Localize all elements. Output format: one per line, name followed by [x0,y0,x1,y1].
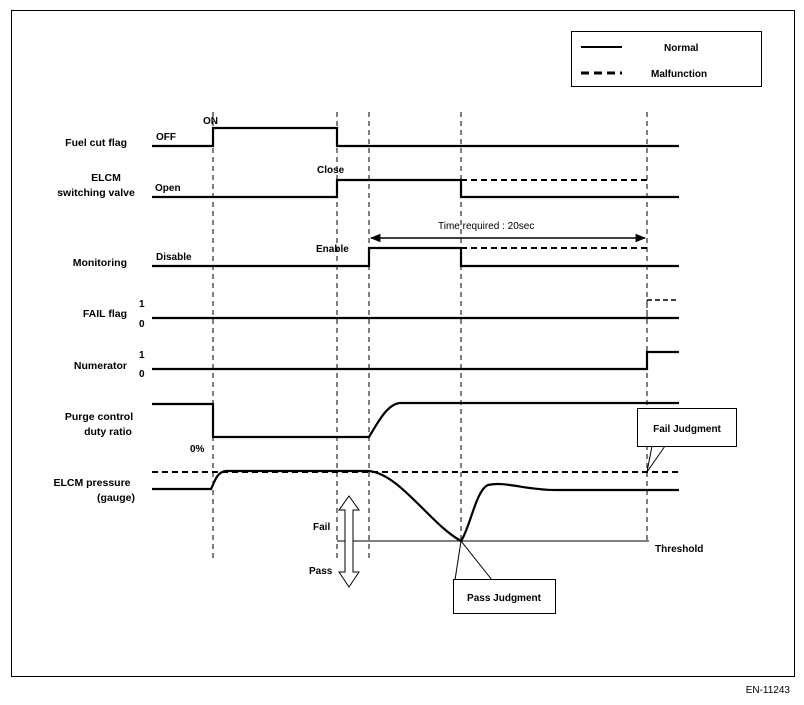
legend: Normal Malfunction [571,31,762,87]
pass-label: Pass [309,566,333,577]
figure-code: EN-11243 [746,685,791,696]
monitoring-enable-label: Enable [316,244,349,255]
fail-flag-one: 1 [139,299,145,310]
pass-judgment-callout: Pass Judgment [453,539,556,614]
waveforms [152,126,679,543]
fuel-cut-flag-label: Fuel cut flag [65,137,127,149]
legend-malfunction-label: Malfunction [651,69,707,80]
numerator-label: Numerator [74,360,127,372]
purge-duty-wave [152,401,679,439]
elcm-valve-label-1: ELCM [91,172,121,184]
fail-pass-double-arrow [338,495,360,588]
fuel-cut-on-label: ON [203,116,218,127]
monitoring-disable-label: Disable [156,252,192,263]
pass-judgment-pointer [454,539,493,581]
fail-flag-label: FAIL flag [83,308,127,320]
fail-judgment-box [637,408,737,447]
purge-zero-pct: 0% [190,444,205,455]
legend-normal-label: Normal [664,43,699,54]
fail-judgment-pointer [646,445,666,473]
numerator-zero: 0 [139,369,145,380]
fail-pass-arrow: Fail Pass [309,495,360,588]
elcm-pressure-label-1: ELCM pressure [53,477,130,489]
time-required-annotation: Time required : 20sec [369,221,647,243]
time-required-label: Time required : 20sec [438,221,534,232]
threshold-label: Threshold [655,544,703,555]
pass-judgment-box [453,579,556,614]
elcm-valve-wave [152,178,679,199]
valve-open-label: Open [155,183,181,194]
purge-label-2: duty ratio [84,426,132,438]
elcm-pressure-label-2: (gauge) [97,492,135,504]
fail-judgment-callout: Fail Judgment [637,408,737,473]
row-labels: Fuel cut flag ELCM switching valve Monit… [53,137,134,504]
state-labels: OFF ON Open Close Disable Enable 1 0 1 0… [139,116,349,455]
monitoring-wave [152,246,679,268]
numerator-wave [152,350,679,371]
valve-close-label: Close [317,165,345,176]
monitoring-label: Monitoring [73,257,127,269]
elcm-pressure-wave [152,469,679,543]
numerator-one: 1 [139,350,145,361]
fuel-cut-flag-wave [152,126,679,148]
fail-judgment-label: Fail Judgment [653,424,721,435]
fail-flag-zero: 0 [139,319,145,330]
elcm-valve-label-2: switching valve [57,187,135,199]
fuel-cut-off-label: OFF [156,132,176,143]
fail-label: Fail [313,522,330,533]
outer-frame [11,10,795,677]
legend-box [571,31,762,87]
pass-judgment-label: Pass Judgment [467,593,542,604]
purge-label-1: Purge control [65,411,133,423]
